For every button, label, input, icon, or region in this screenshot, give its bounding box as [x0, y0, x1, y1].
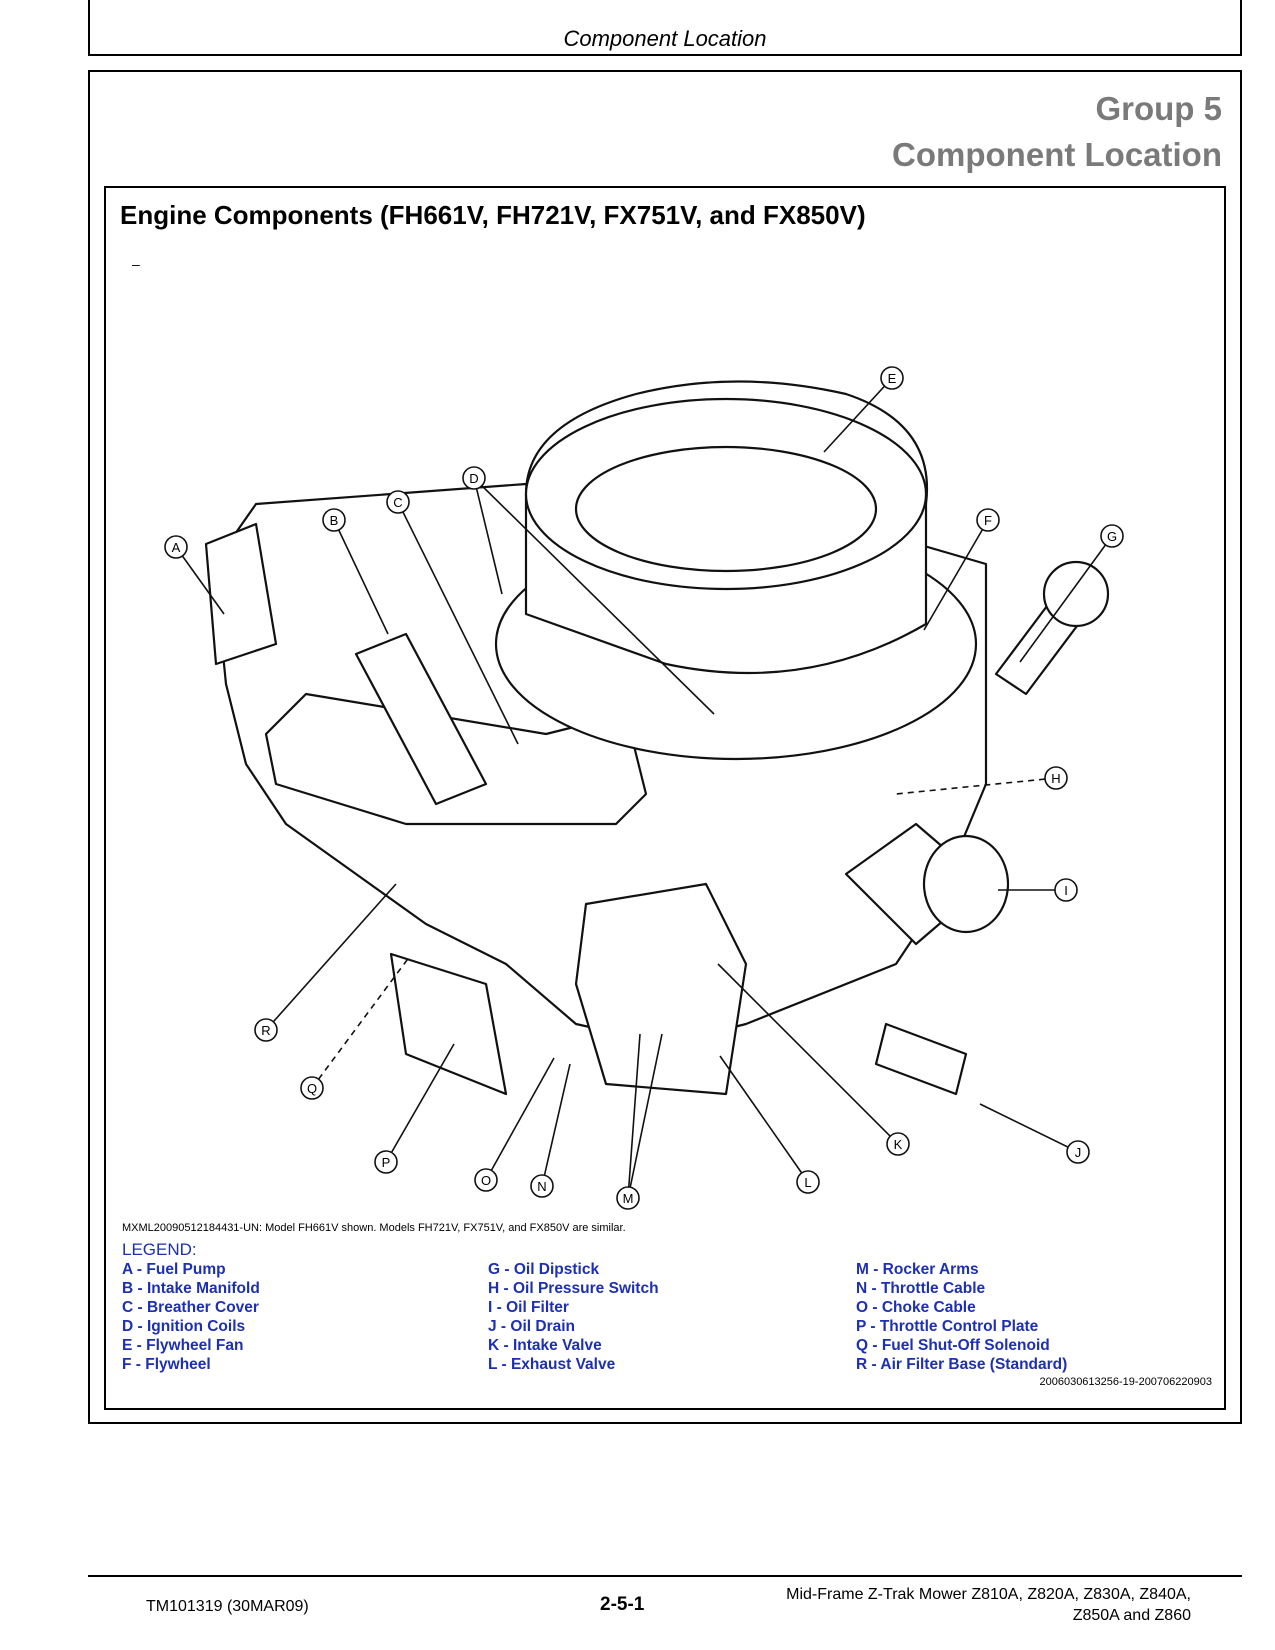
legend-item: D - Ignition Coils: [122, 1318, 246, 1335]
fan-hub: [574, 445, 878, 573]
callout-r: R: [261, 1023, 270, 1038]
callout-l: L: [804, 1175, 811, 1190]
callout-d: D: [469, 471, 478, 486]
callout-h: H: [1051, 771, 1060, 786]
callout-j: J: [1075, 1145, 1082, 1160]
legend-item: B - Intake Manifold: [122, 1280, 260, 1297]
legend-item: L - Exhaust Valve: [488, 1356, 616, 1373]
legend-item: Q - Fuel Shut-Off Solenoid: [856, 1337, 1050, 1354]
legend-item: K - Intake Valve: [488, 1337, 602, 1354]
legend-column-1: A - Fuel Pump B - Intake Manifold C - Br…: [122, 1260, 260, 1374]
section-title: Engine Components (FH661V, FH721V, FX751…: [120, 200, 866, 230]
running-title: Component Location: [563, 26, 767, 51]
legend-item: I - Oil Filter: [488, 1299, 569, 1316]
figure-caption: MXML20090512184431-UN: Model FH661V show…: [122, 1222, 626, 1234]
oil-filter-cap: [922, 834, 1010, 934]
section-frame: Engine Components (FH661V, FH721V, FX751…: [104, 186, 1226, 1410]
throttle-plate: [389, 952, 508, 1096]
running-header: Component Location: [88, 0, 1242, 56]
product-line-2: Z850A and Z860: [1072, 1607, 1191, 1624]
engine-diagram: A B C D E F G H I J K L M N O P Q R: [164, 366, 1124, 1210]
callout-o: O: [481, 1173, 491, 1188]
callout-c: C: [393, 495, 402, 510]
legend-item: E - Flywheel Fan: [122, 1337, 244, 1354]
oil-drain: [874, 1022, 968, 1096]
dash-mark: –: [132, 256, 140, 272]
callout-a: A: [172, 540, 181, 555]
legend-item: M - Rocker Arms: [856, 1261, 979, 1278]
legend-item: C - Breather Cover: [122, 1299, 259, 1316]
doc-id: TM101319 (30MAR09): [146, 1598, 309, 1615]
legend-item: N - Throttle Cable: [856, 1280, 986, 1297]
group-number: Group 5: [1095, 90, 1222, 127]
fuel-pump: [204, 522, 278, 666]
callout-k: K: [894, 1137, 903, 1152]
dipstick-cap: [1042, 560, 1110, 628]
legend-item: A - Fuel Pump: [122, 1261, 226, 1278]
callout-i: I: [1064, 883, 1068, 898]
legend-item: F - Flywheel: [122, 1356, 211, 1373]
callout-q: Q: [307, 1081, 317, 1096]
legend-item: G - Oil Dipstick: [488, 1261, 600, 1278]
valve-head: [574, 882, 748, 1096]
legend-item: R - Air Filter Base (Standard): [856, 1356, 1068, 1373]
legend-item: J - Oil Drain: [488, 1318, 575, 1335]
legend-item: P - Throttle Control Plate: [856, 1318, 1039, 1335]
product-line: Mid-Frame Z-Trak Mower Z810A, Z820A, Z83…: [786, 1584, 1191, 1626]
callout-p: P: [382, 1155, 391, 1170]
legend-item: O - Choke Cable: [856, 1299, 976, 1316]
callout-m: M: [623, 1191, 634, 1206]
footer-rule: [88, 1575, 1242, 1577]
figure-id: 2006030613256-19-200706220903: [1039, 1376, 1212, 1388]
callout-b: B: [330, 513, 339, 528]
legend-item: H - Oil Pressure Switch: [488, 1280, 659, 1297]
legend-title: LEGEND:: [122, 1240, 197, 1259]
product-line-1: Mid-Frame Z-Trak Mower Z810A, Z820A, Z83…: [786, 1586, 1191, 1603]
callout-f: F: [984, 513, 992, 528]
callout-n: N: [537, 1179, 546, 1194]
intake-manifold: [354, 632, 488, 806]
group-name: Component Location: [892, 136, 1222, 173]
page-content: Group 5 Component Location Engine Compon…: [88, 70, 1242, 1424]
page-number: 2-5-1: [600, 1594, 645, 1615]
callout-g: G: [1107, 529, 1117, 544]
callout-e: E: [888, 371, 897, 386]
legend-column-3: M - Rocker Arms N - Throttle Cable O - C…: [856, 1260, 1067, 1374]
legend-column-2: G - Oil Dipstick H - Oil Pressure Switch…: [488, 1260, 659, 1374]
